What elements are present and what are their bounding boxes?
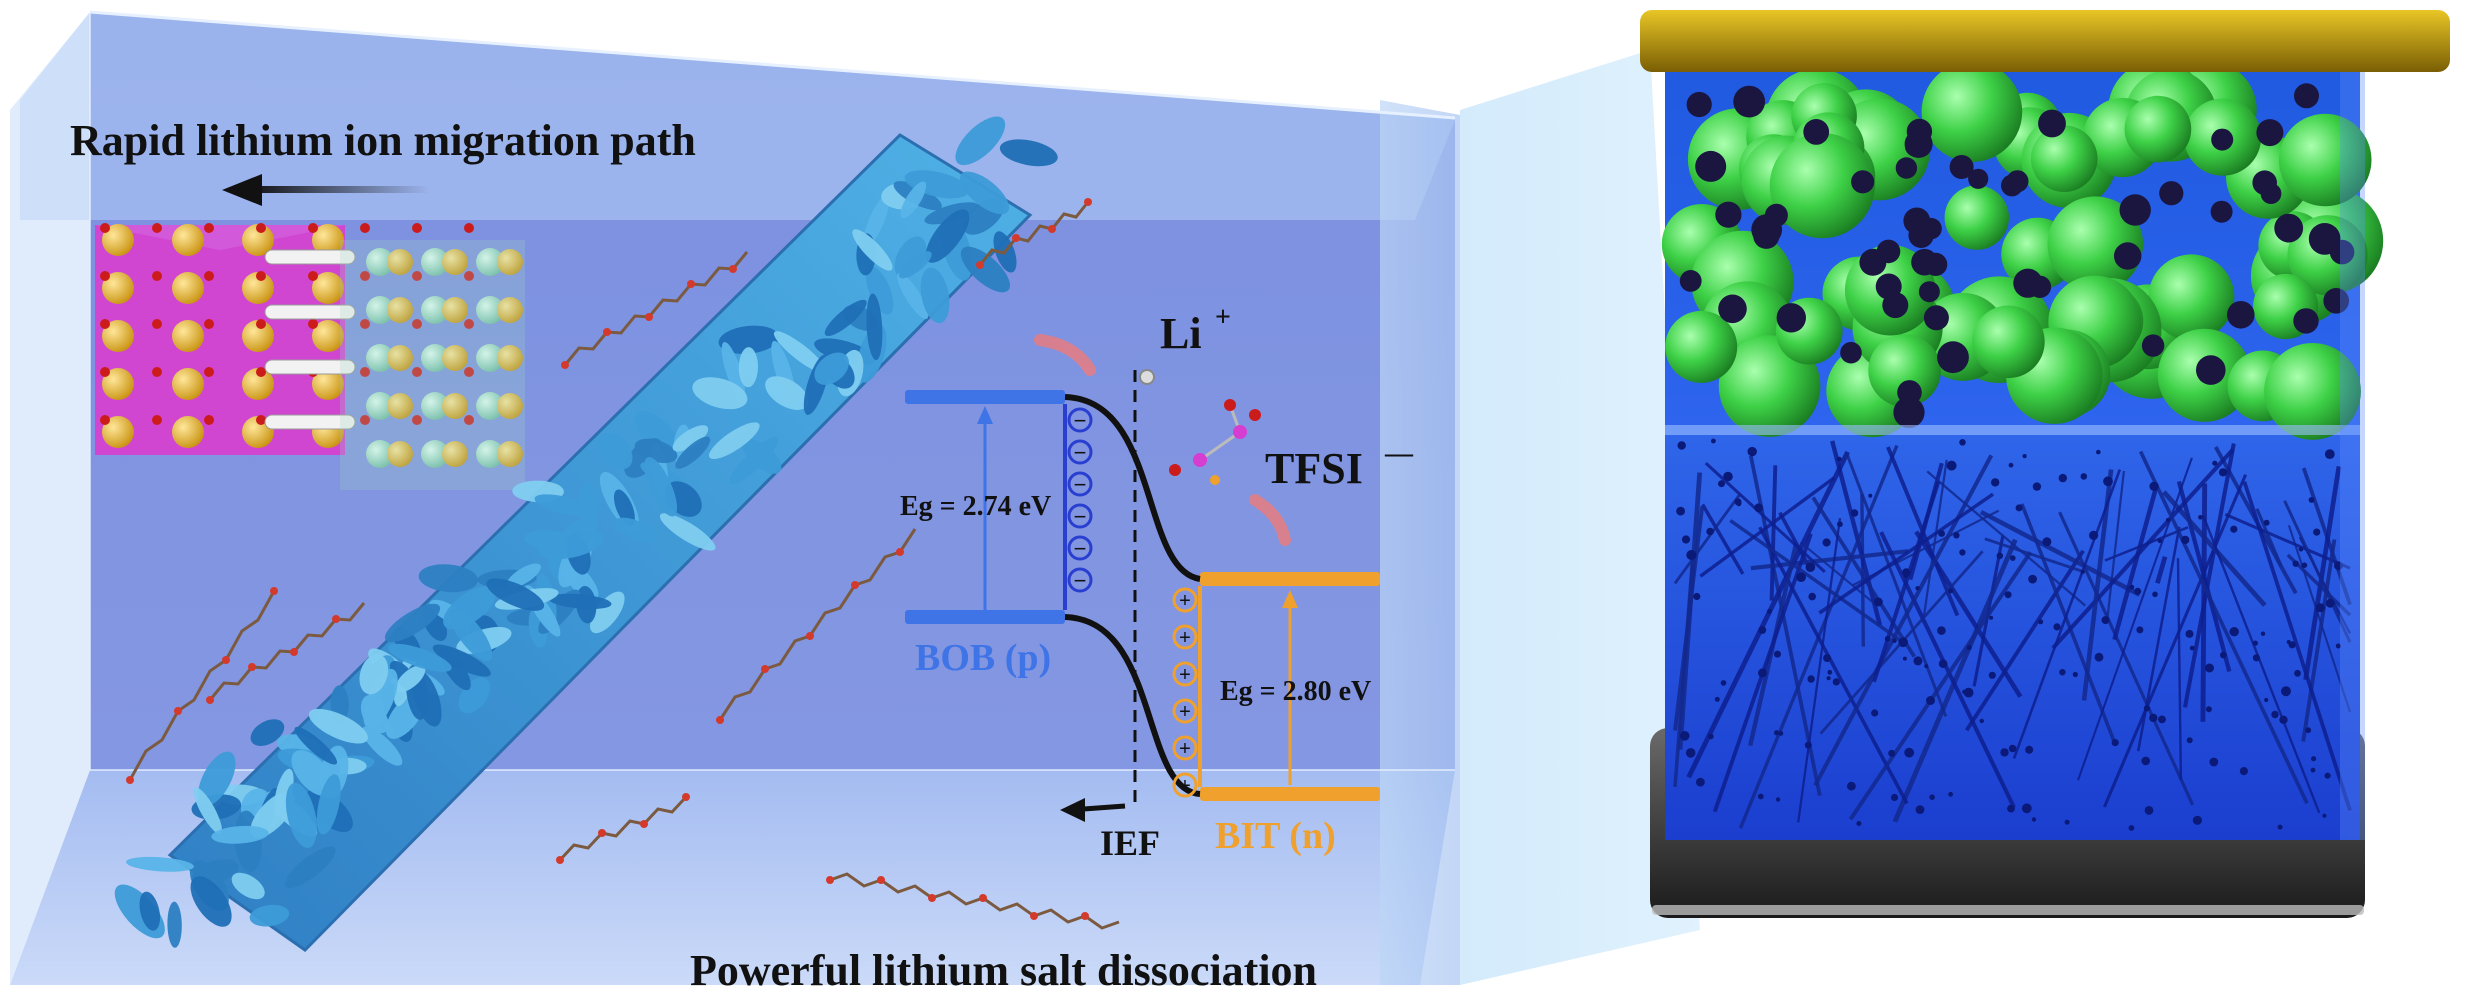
bob-gap-label: Eg = 2.74 eV [900,491,1051,522]
bob-valence-band [905,610,1065,624]
box-right-wall [1380,100,1460,985]
crystal-structure [95,223,525,490]
title-top: Rapid lithium ion migration path [70,116,696,165]
negative-charges: − − − − − − [1067,407,1093,593]
tfsi-superscript: — [1384,438,1414,469]
ion-molecules [1034,334,1291,546]
minus-charge [1067,567,1093,593]
bit-conduction-band [1200,572,1380,586]
plus-charge [1172,735,1198,761]
plus-charge [1172,624,1198,650]
polymer-chains [126,198,1120,930]
box-left-wall [10,12,90,985]
li-ion-superscript: + [1215,302,1231,333]
bob-label: BOB (p) [915,637,1051,679]
minus-charge [1067,503,1093,529]
bit-label: BIT (n) [1215,815,1336,857]
plus-charge [1172,587,1198,613]
minus-sign: − [1074,536,1087,561]
cathode-particles [1661,60,2384,440]
minus-sign: − [1074,408,1087,433]
battery-cell [1640,10,2450,918]
minus-sign: − [1074,440,1087,465]
nanofiber [114,116,1058,952]
bit-gap-label: Eg = 2.80 eV [1220,676,1371,707]
conduction-band-bend [1064,394,1201,582]
positive-charges: + + + + + + [1172,587,1198,798]
minus-sign: − [1074,504,1087,529]
plus-charge [1172,661,1198,687]
title-bottom: Powerful lithium salt dissociation [690,946,1317,995]
cell-top-current-collector [1640,10,2450,72]
bob-conduction-band [905,390,1065,404]
polymer-electrolyte-layer [1665,430,2360,840]
minus-charge [1067,439,1093,465]
minus-sign: − [1074,568,1087,593]
plus-charge [1172,772,1198,798]
li-ion-label: Li [1160,309,1202,358]
li-hop-arc [1034,334,1096,376]
plus-sign: + [1179,701,1191,723]
plus-sign: + [1179,775,1191,797]
zoom-beam [1460,50,1700,985]
polymer-network [1673,438,2352,831]
bit-valence-band [1200,787,1380,801]
minus-charge [1067,407,1093,433]
minus-charge [1067,471,1093,497]
plus-sign: + [1179,738,1191,760]
tfsi-label: TFSI [1265,444,1363,493]
plus-sign: + [1179,664,1191,686]
valence-band-bend [1064,614,1201,797]
minus-sign: − [1074,472,1087,497]
plus-charge [1172,698,1198,724]
ief-label: IEF [1100,823,1160,863]
box-top-edge [20,12,1455,220]
plus-sign: + [1179,627,1191,649]
minus-charge [1067,535,1093,561]
band-diagram: − − − − − − + + + + + + [905,370,1380,822]
plus-sign: + [1179,590,1191,612]
migration-arrow [222,174,430,206]
li-ion-sphere [1139,369,1155,385]
